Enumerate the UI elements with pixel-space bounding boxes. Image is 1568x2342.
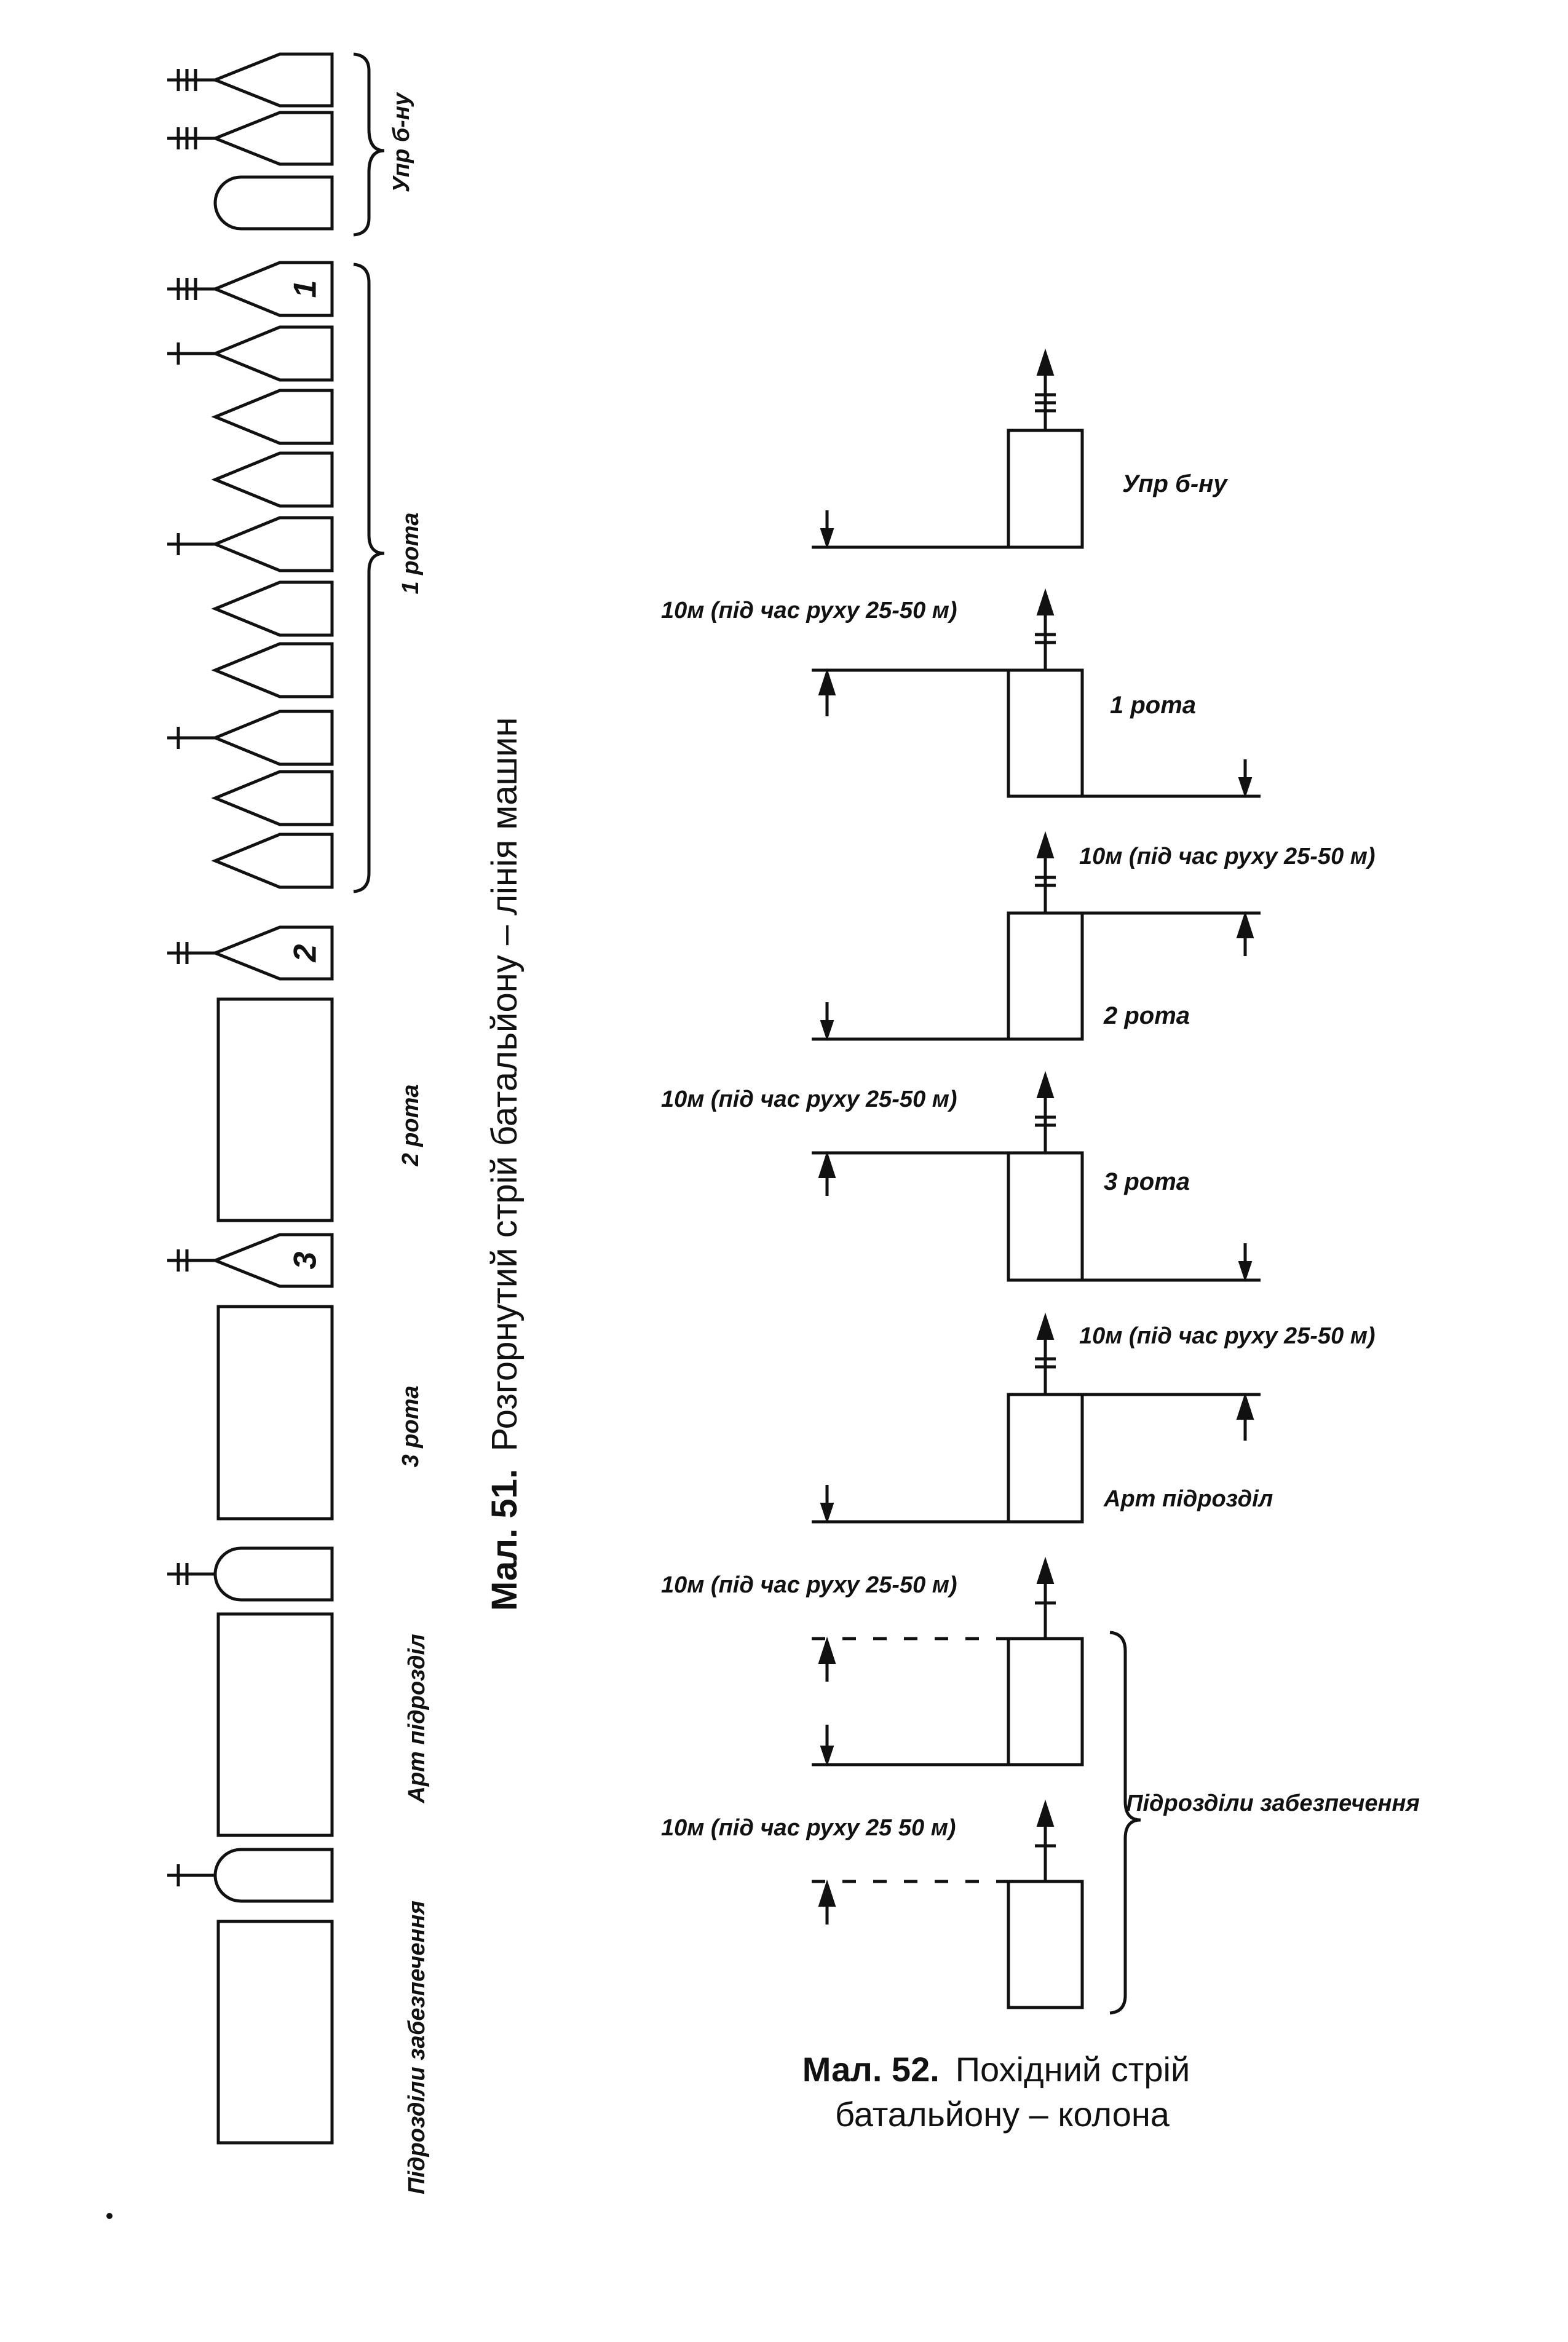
company1-vehicle-10 [211, 833, 334, 889]
company1-vehicle-9 [211, 770, 334, 826]
column-unit-company2-direction-arrow [1036, 831, 1055, 913]
antenna-icon [167, 69, 215, 91]
antenna-icon [167, 342, 215, 365]
fig51-caption-text: Розгорнутий стрій батальйону – лінія маш… [485, 718, 525, 1452]
column-unit-company3 [1007, 1151, 1084, 1282]
spacing-arrow-2 [818, 668, 836, 716]
artillery-vehicle [167, 1546, 334, 1602]
antenna-icon [167, 1563, 215, 1585]
label-company1: 1 рота [398, 512, 424, 594]
col-label-support: Підрозділи забезпечення [1126, 1790, 1420, 1816]
fig52-unit-stack [812, 348, 1261, 2009]
antenna-icon [167, 1864, 215, 1886]
fig51-caption: Мал. 51. Розгорнутий стрій батальйону – … [485, 718, 525, 1611]
command-vehicle-1 [167, 52, 334, 108]
company1-vehicle-1 [167, 261, 334, 317]
fig52-caption-line1: Мал. 52. Похідний стрій [802, 2050, 1190, 2089]
company1-vehicle-3 [211, 389, 334, 445]
antenna-icon [167, 942, 215, 964]
column-unit-artillery-direction-arrow [1036, 1312, 1055, 1395]
vehicle-number-3: 3 [288, 1251, 323, 1269]
fig51-line-of-vehicles: 1 2 3 Упр б-ну 1 рота 2 рота 3 рота Арт … [167, 52, 525, 2194]
antenna-icon [167, 278, 215, 300]
fig52-caption-number: Мал. 52. [802, 2050, 940, 2089]
fig51-caption-number: Мал. 51. [485, 1469, 525, 1611]
spacing-arrow-9 [820, 1485, 834, 1524]
fig52-march-column: Упр б-ну 1 рота 2 рота 3 рота Арт підроз… [661, 348, 1420, 2134]
company1-vehicle-8 [167, 710, 334, 766]
antenna-icon [167, 727, 215, 749]
col-label-company1: 1 рота [1110, 692, 1196, 719]
column-unit-company1 [1007, 668, 1084, 798]
company1-vehicle-5 [167, 516, 334, 572]
label-company3: 3 рота [398, 1385, 424, 1467]
command-vehicle-2 [167, 111, 334, 166]
support-vehicle [167, 1848, 334, 1903]
distance-label-5: 10м (під час руху 25-50 м) [661, 1572, 957, 1598]
column-unit-company3-direction-arrow [1036, 1070, 1055, 1153]
column-unit-command-direction-arrow [1036, 348, 1055, 430]
distance-label-6: 10м (під час руху 25 50 м) [661, 1815, 956, 1841]
col-label-artillery: Арт підрозділ [1103, 1486, 1273, 1512]
spacing-arrow-7 [1238, 1243, 1253, 1283]
artillery-block [216, 1612, 334, 1837]
brace-command [353, 52, 385, 237]
column-unit-support-2 [1007, 1880, 1084, 2009]
column-unit-support-1-direction-arrow [1036, 1556, 1055, 1639]
brace-support [1109, 1631, 1141, 2015]
company1-vehicle-4 [211, 451, 334, 508]
stray-dot [106, 2213, 113, 2219]
antenna-icon [167, 1249, 215, 1272]
company1-vehicle-7 [211, 642, 334, 698]
spacing-arrow-8 [1236, 1392, 1254, 1441]
spacing-arrow-3 [1238, 759, 1253, 799]
spacing-arrow-4 [1236, 911, 1254, 956]
label-artillery: Арт підрозділ [404, 1634, 430, 1803]
label-command-line1: Упр б-ну [389, 92, 414, 192]
company1-vehicle-6 [211, 580, 334, 637]
column-unit-command [1007, 429, 1084, 549]
distance-label-4: 10м (під час руху 25-50 м) [1079, 1323, 1376, 1349]
vehicle-number-2: 2 [288, 944, 323, 962]
distance-label-1: 10м (під час руху 25-50 м) [661, 598, 957, 623]
col-label-command: Упр б-ну [1122, 470, 1228, 497]
company3-vehicle [167, 1233, 334, 1288]
antenna-icon [167, 127, 215, 149]
brace-company1 [353, 263, 385, 893]
company2-block [216, 997, 334, 1222]
col-label-company2: 2 рота [1103, 1002, 1190, 1029]
column-unit-company1-direction-arrow [1036, 588, 1055, 670]
fig52-caption-text1: Похідний стрій [956, 2050, 1190, 2089]
company3-block [216, 1305, 334, 1521]
label-support: Підрозділи забезпечення [404, 1901, 430, 2194]
spacing-arrow-11 [820, 1725, 834, 1767]
spacing-arrow-1 [820, 510, 834, 550]
vehicle-number-1: 1 [288, 280, 323, 298]
column-unit-company2 [1007, 911, 1084, 1041]
distance-label-2: 10м (під час руху 25-50 м) [1079, 844, 1376, 869]
company1-vehicle-2 [167, 325, 334, 382]
antenna-icon [167, 533, 215, 555]
column-unit-support-2-direction-arrow [1036, 1799, 1055, 1881]
distance-label-3: 10м (під час руху 25-50 м) [661, 1086, 957, 1112]
fig51-vehicle-column [167, 52, 334, 2145]
column-unit-artillery [1007, 1393, 1084, 1524]
command-vehicle-3 [213, 175, 334, 231]
spacing-arrow-6 [818, 1150, 836, 1196]
support-block [216, 1920, 334, 2145]
column-unit-support-1 [1007, 1637, 1084, 1766]
fig52-caption-line2: батальйону – колона [835, 2095, 1170, 2134]
spacing-arrow-5 [820, 1002, 834, 1042]
label-company2: 2 рота [398, 1084, 424, 1166]
company2-vehicle [167, 925, 334, 981]
spacing-arrow-12 [818, 1879, 836, 1925]
col-label-company3: 3 рота [1104, 1168, 1190, 1195]
spacing-arrow-10 [818, 1636, 836, 1682]
